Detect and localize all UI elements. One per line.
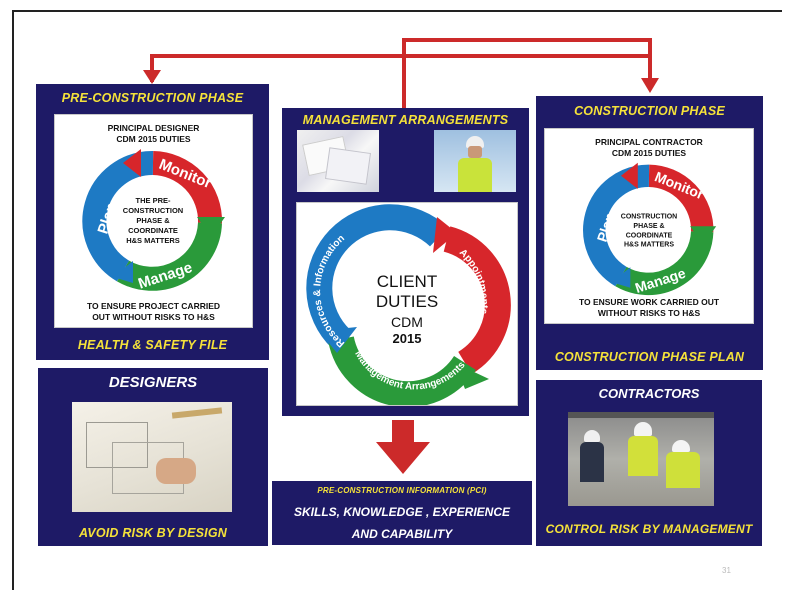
contractors-title: CONTRACTORS [598, 386, 700, 401]
construction-footer-1: TO ENSURE WORK CARRIED OUT [578, 297, 720, 307]
slide-number: 31 [722, 566, 731, 575]
principal-designer-cdm: CDM 2015 DUTIES [116, 134, 191, 144]
cycle-center-line: THE PRE- [135, 196, 171, 205]
drawing-board-photo [72, 402, 232, 512]
cycle-center-line: CONSTRUCTION [621, 214, 677, 221]
principal-contractor-box: PRINCIPAL CONTRACTOR CDM 2015 DUTIES Mon… [544, 128, 754, 324]
contractors-panel: CONTRACTORS CONTROL RISK BY MANAGEMENT [536, 380, 762, 546]
principal-designer-box: PRINCIPAL DESIGNER CDM 2015 DUTIES Monit… [54, 114, 253, 328]
designers-title: DESIGNERS [108, 374, 198, 391]
construction-footer-2: WITHOUT RISKS TO H&S [597, 308, 701, 318]
pci-line-1: SKILLS, KNOWLEDGE , EXPERIENCE [293, 505, 511, 519]
pre-construction-title: PRE-CONSTRUCTION PHASE [61, 91, 244, 105]
designers-footer: AVOID RISK BY DESIGN [78, 526, 227, 540]
contractors-footer: CONTROL RISK BY MANAGEMENT [545, 522, 753, 536]
designers-panel: DESIGNERS AVOID RISK BY DESIGN [38, 368, 268, 546]
cycle-center-line: PHASE & [633, 223, 664, 230]
management-panel: MANAGEMENT ARRANGEMENTS Resources & Info… [282, 108, 529, 416]
cycle-center-line: H&S MATTERS [624, 242, 674, 249]
slide-left-border [12, 10, 14, 590]
pre-construction-footer-2: OUT WITHOUT RISKS TO H&S [92, 312, 215, 322]
construction-phase-plan-label: CONSTRUCTION PHASE PLAN [554, 350, 745, 364]
client-duties-cycle: Resources & Information Appointments Man… [306, 204, 511, 405]
plan-monitor-manage-cycle: Monitor Plan Manage THE PRE- CONSTRUCTIO… [82, 149, 225, 293]
documents-photo [297, 130, 379, 192]
connector-arrows [143, 38, 659, 110]
client-duties-line: 2015 [393, 331, 422, 346]
pre-construction-footer-1: TO ENSURE PROJECT CARRIED [86, 301, 221, 311]
pci-title: PRE-CONSTRUCTION INFORMATION (PCI) [317, 486, 487, 495]
down-arrow [376, 420, 430, 474]
health-safety-file-label: HEALTH & SAFETY FILE [77, 338, 228, 352]
client-duties-line: CDM [391, 314, 423, 330]
client-duties-box: Resources & Information Appointments Man… [296, 202, 518, 406]
slide-top-border [12, 10, 782, 12]
principal-contractor-heading: PRINCIPAL CONTRACTOR [595, 137, 703, 147]
principal-contractor-cdm: CDM 2015 DUTIES [611, 148, 687, 158]
pci-line-2: AND CAPABILITY [351, 527, 453, 541]
pre-construction-panel: PRE-CONSTRUCTION PHASE PRINCIPAL DESIGNE… [36, 84, 269, 360]
principal-designer-heading: PRINCIPAL DESIGNER [107, 123, 200, 133]
cycle-center-line: H&S MATTERS [126, 236, 180, 245]
plan-monitor-manage-cycle: Monitor Plan Manage CONSTRUCTION PHASE &… [583, 162, 717, 296]
cycle-center-line: CONSTRUCTION [123, 206, 183, 215]
pci-panel: PRE-CONSTRUCTION INFORMATION (PCI) SKILL… [272, 481, 532, 545]
construction-title: CONSTRUCTION PHASE [574, 104, 725, 118]
cycle-center-line: COORDINATE [626, 232, 673, 239]
client-duties-line: DUTIES [376, 292, 438, 311]
site-worker-photo [434, 130, 516, 192]
construction-panel: CONSTRUCTION PHASE PRINCIPAL CONTRACTOR … [536, 96, 763, 370]
contractors-photo [568, 412, 714, 506]
management-title: MANAGEMENT ARRANGEMENTS [302, 113, 509, 127]
cycle-center-line: PHASE & [136, 216, 170, 225]
client-duties-line: CLIENT [377, 272, 437, 291]
cycle-center-line: COORDINATE [128, 226, 178, 235]
